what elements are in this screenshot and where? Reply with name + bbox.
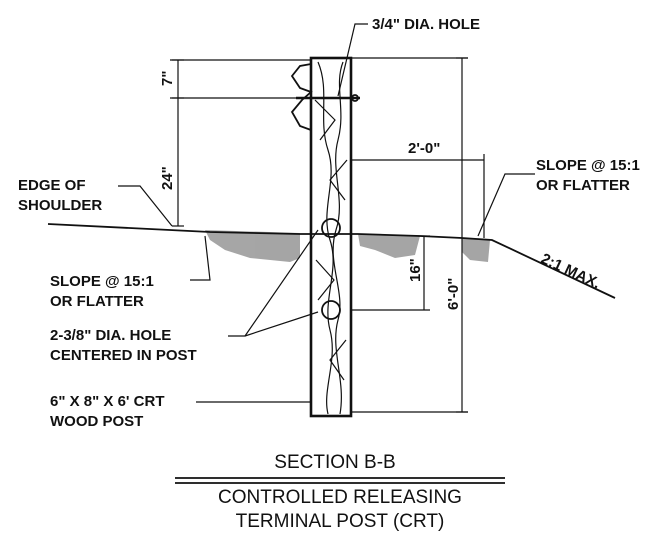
label-slope-right-1: SLOPE @ 15:1 — [536, 157, 640, 174]
label-post-1: 6" X 8" X 6' CRT — [50, 393, 165, 410]
bolt-head — [351, 94, 359, 102]
label-slope-right-2: OR FLATTER — [536, 177, 630, 194]
label-edge-1: EDGE OF — [18, 177, 86, 194]
dim-7in: 7" — [159, 71, 176, 86]
right-dimensions — [351, 57, 468, 413]
label-edge-2: SHOULDER — [18, 197, 102, 214]
label-max-slope: 2:1 MAX. — [538, 250, 603, 292]
left-dimensions — [170, 59, 310, 227]
large-hole-lower — [321, 300, 341, 320]
label-small-hole: 3/4" DIA. HOLE — [372, 16, 480, 33]
wood-post — [309, 56, 353, 418]
w-beam-rail — [290, 63, 313, 131]
title-line-2: TERMINAL POST (CRT) — [236, 511, 445, 532]
label-large-hole-1: 2-3/8" DIA. HOLE — [50, 327, 171, 344]
leaders — [118, 23, 535, 403]
large-hole-upper — [321, 218, 341, 238]
dim-24in: 24" — [159, 166, 176, 190]
label-post-2: WOOD POST — [50, 413, 143, 430]
label-large-hole-2: CENTERED IN POST — [50, 347, 197, 364]
dim-6ft: 6'-0" — [445, 278, 462, 310]
label-slope-left-1: SLOPE @ 15:1 — [50, 273, 154, 290]
dim-2ft: 2'-0" — [408, 140, 440, 157]
title-line-1: CONTROLLED RELEASING — [218, 487, 462, 508]
dim-16in: 16" — [407, 258, 424, 282]
ground-line — [47, 223, 616, 299]
soil-hatch — [205, 230, 490, 262]
section-title: SECTION B-B — [274, 452, 395, 473]
offset-dimension — [350, 154, 485, 238]
label-slope-left-2: OR FLATTER — [50, 293, 144, 310]
